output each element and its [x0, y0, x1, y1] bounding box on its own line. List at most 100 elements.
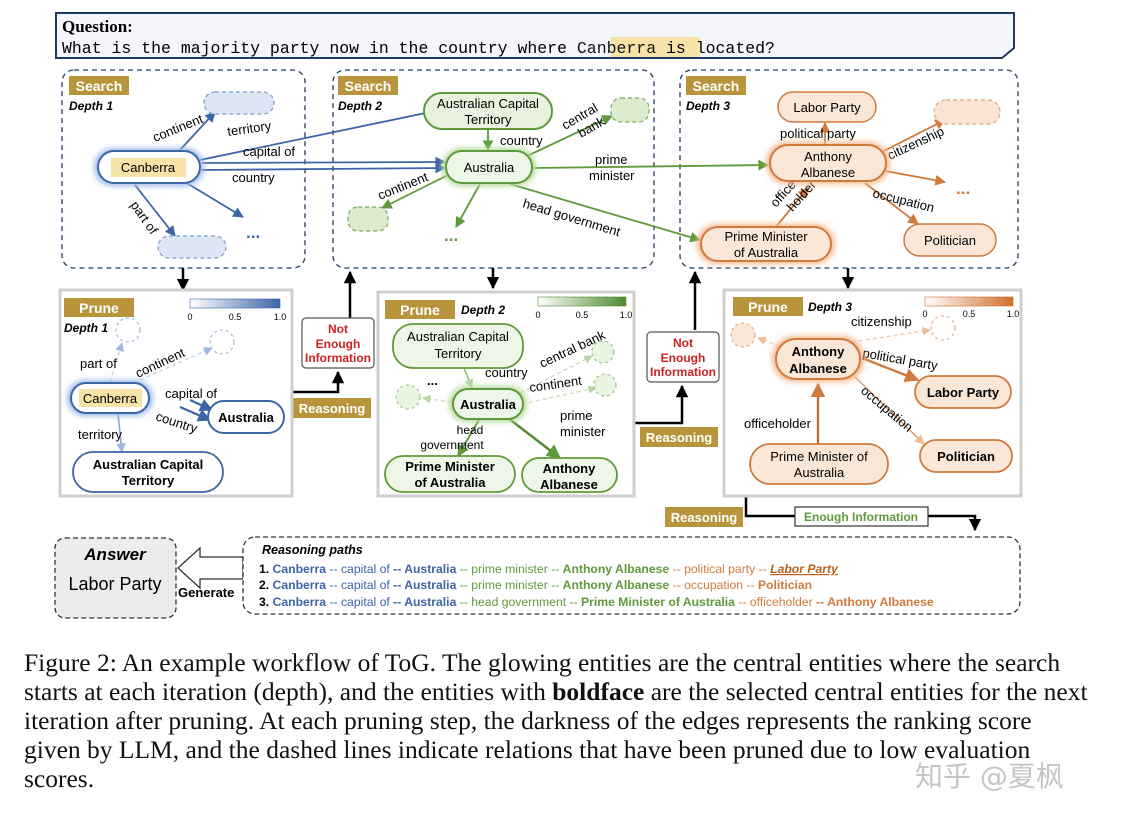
not-enough-info-2: Not Enough Information [646, 331, 720, 383]
s1-edge-capital-of: capital of [243, 144, 295, 159]
s2-edge-country: country [500, 133, 543, 148]
p2-node-australia: Australia [449, 386, 527, 422]
svg-text:0.5: 0.5 [229, 312, 242, 322]
p3-pruned-node-1 [730, 322, 756, 348]
p1-node-canberra: Canberra [67, 380, 153, 416]
search-tag-3: Search [686, 76, 746, 95]
s2-node-australia: Australia [442, 148, 536, 186]
search-panel-depth3 [679, 69, 1019, 269]
s1-edge-part-of: part of [128, 198, 162, 237]
p1-edge-territory: territory [78, 427, 123, 442]
svg-text:Search: Search [76, 78, 123, 94]
p2-node-albanese: Anthony Albanese [521, 457, 618, 493]
s1-edge-territory: territory [226, 118, 272, 139]
p2-ellipsis: ... [427, 373, 438, 388]
svg-text:Reasoning: Reasoning [646, 430, 713, 445]
score-scale-blue: 0 0.5 1.0 [187, 298, 286, 322]
svg-text:1.0: 1.0 [620, 310, 633, 320]
svg-text:0: 0 [535, 310, 540, 320]
svg-text:Not: Not [673, 336, 693, 350]
depth-label-s2: Depth 2 [338, 99, 382, 113]
s3-edge-political-party: political party [780, 126, 856, 141]
svg-text:Search: Search [693, 78, 740, 94]
svg-text:Prime Minister of: Prime Minister of [770, 449, 868, 464]
score-scale-orange: 0 0.5 1.0 [922, 296, 1019, 319]
p2-edge-continent: continent [528, 373, 583, 395]
reasoning-paths-box [242, 536, 1021, 615]
s3-node-labor-party: Labor Party [777, 91, 877, 123]
svg-text:Anthony: Anthony [804, 149, 852, 164]
s2-node-act: Australian Capital Territory [423, 92, 553, 130]
answer-title: Answer [83, 545, 147, 564]
p3-edge-officeholder: officeholder [744, 416, 812, 431]
svg-text:Canberra: Canberra [83, 391, 138, 406]
s3-ellipsis: ... [956, 179, 970, 198]
p3-node-labor-party: Labor Party [914, 375, 1012, 409]
figure-caption: Figure 2: An example workflow of ToG. Th… [24, 648, 1094, 793]
s1-unknown-node-top [203, 91, 275, 115]
svg-text:0: 0 [187, 312, 192, 322]
question-entity-highlight [611, 37, 700, 57]
svg-text:Australian Capital: Australian Capital [93, 457, 204, 472]
tog-workflow-diagram: Question: What is the majority party now… [54, 12, 1023, 619]
flow-arrows [176, 268, 982, 532]
depth-label-p1: Depth 1 [64, 321, 108, 335]
svg-text:Australia: Australia [464, 160, 515, 175]
s3-node-pm: Prime Minister of Australia [697, 224, 835, 264]
svg-text:Australian Capital: Australian Capital [407, 329, 509, 344]
svg-text:0.5: 0.5 [963, 309, 976, 319]
svg-text:Anthony: Anthony [792, 344, 845, 359]
generate-label: Generate [178, 585, 234, 600]
question-box: Question: What is the majority party now… [55, 12, 1015, 59]
reasoning-path-2: 2. Canberra -- capital of -- Australia -… [259, 578, 812, 592]
search1-edges [134, 106, 447, 237]
p3-node-pm: Prime Minister of Australia [749, 443, 889, 485]
svg-text:Prime Minister: Prime Minister [405, 459, 495, 474]
p3-edge-citizenship: citizenship [851, 314, 912, 329]
answer-value: Labor Party [68, 574, 161, 594]
svg-text:Australian Capital: Australian Capital [437, 96, 539, 111]
p1-edge-part-of: part of [80, 356, 117, 371]
p3-node-politician: Politician [919, 439, 1013, 473]
p2-pruned-node-1 [591, 340, 615, 364]
p2-pruned-node-2 [593, 373, 617, 397]
svg-text:Prune: Prune [400, 302, 440, 318]
svg-text:of Australia: of Australia [734, 245, 799, 260]
caption-part2: are the selected central entities for th… [24, 677, 1088, 793]
reasoning-tag-2: Reasoning [640, 427, 718, 447]
reasoning-paths-title: Reasoning paths [262, 543, 363, 557]
depth-label-s3: Depth 3 [686, 99, 730, 113]
prune-tag-3: Prune [733, 297, 803, 316]
s3-edge-occupation: occupation [871, 185, 936, 215]
depth-label-p3: Depth 3 [808, 300, 852, 314]
prune3-edges [757, 326, 931, 445]
caption-part1: Figure 2: An example workflow of ToG. Th… [24, 648, 1061, 706]
prune1-edges [109, 342, 214, 453]
svg-text:Territory: Territory [465, 112, 512, 127]
svg-text:Australia: Australia [460, 397, 516, 412]
svg-text:Information: Information [305, 351, 371, 365]
generate-arrow [177, 546, 244, 590]
svg-text:Prime Minister: Prime Minister [724, 229, 808, 244]
svg-text:Information: Information [650, 365, 716, 379]
svg-text:Anthony: Anthony [543, 461, 596, 476]
svg-text:Canberra: Canberra [121, 160, 176, 175]
svg-text:of Australia: of Australia [414, 475, 486, 490]
svg-text:Reasoning: Reasoning [299, 401, 366, 416]
svg-text:Albanese: Albanese [789, 361, 847, 376]
svg-text:Australia: Australia [218, 410, 274, 425]
p1-node-act: Australian Capital Territory [72, 451, 224, 493]
prune-tag-1: Prune [64, 298, 134, 317]
svg-text:0.5: 0.5 [576, 310, 589, 320]
reasoning-tag-1: Reasoning [293, 398, 371, 418]
p3-pruned-node-2 [930, 315, 956, 341]
svg-text:Labor Party: Labor Party [793, 100, 861, 115]
svg-text:Enough Information: Enough Information [804, 510, 918, 524]
svg-text:Territory: Territory [435, 346, 482, 361]
svg-text:Australia: Australia [794, 465, 845, 480]
score-scale-green: 0 0.5 1.0 [535, 296, 633, 320]
svg-text:Reasoning: Reasoning [671, 510, 738, 525]
p2-pruned-node-3 [395, 384, 421, 410]
